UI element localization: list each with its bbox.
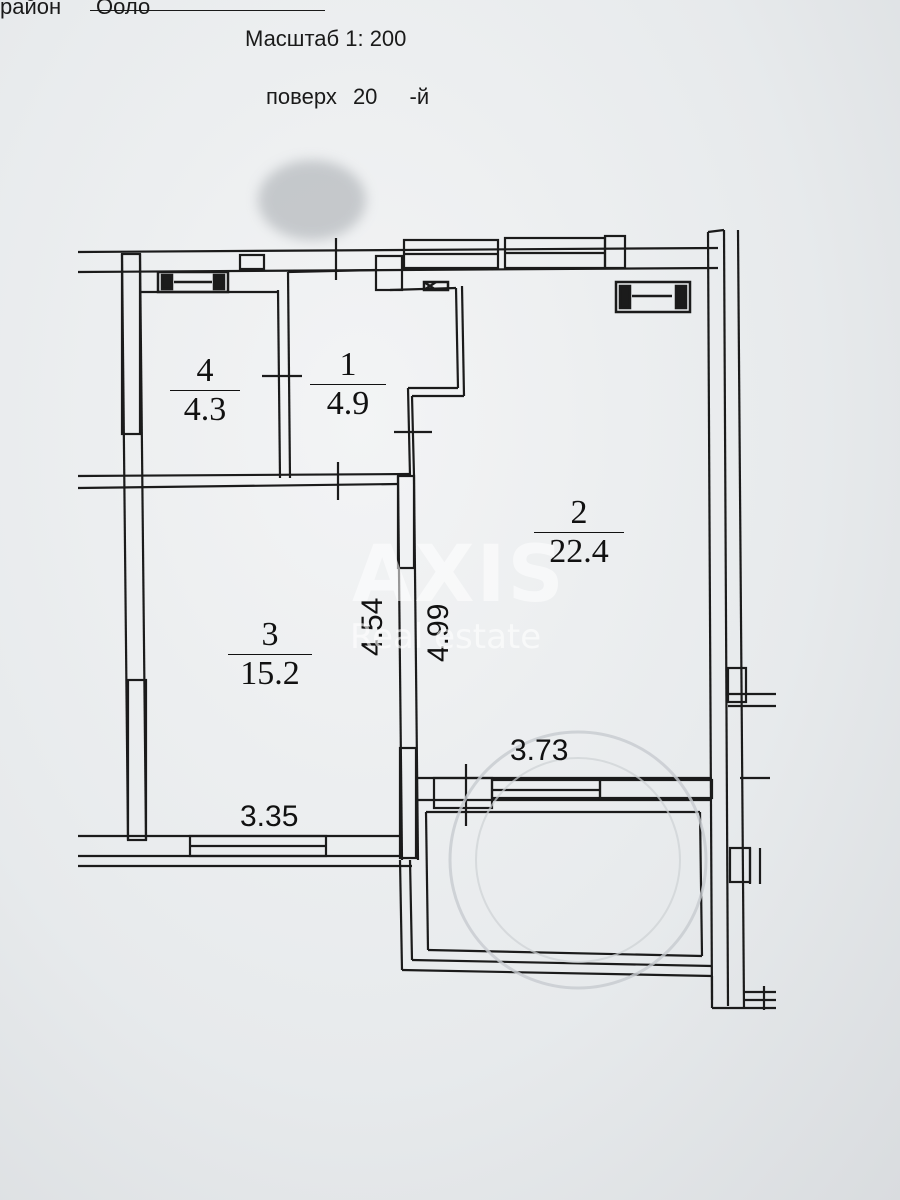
room-1-number: 1 [339, 346, 357, 383]
floor-word: поверх [266, 84, 337, 109]
watermark-logo: AXIS [352, 530, 566, 620]
district-underline [90, 10, 325, 11]
scale-label: Масштаб 1: 200 [245, 26, 407, 51]
room-4-area: 4.3 [170, 390, 240, 429]
room-3-number: 3 [261, 616, 279, 653]
floor-number: 20 [352, 84, 378, 109]
room-2-number: 2 [570, 494, 588, 531]
room-2-area: 22.4 [534, 532, 624, 571]
floor-suffix: -й [409, 84, 430, 109]
room-1-label: 1 4.9 [310, 346, 386, 423]
room-2-width-dimension: 3.73 [510, 734, 569, 767]
room-3-area: 15.2 [228, 654, 312, 693]
room-2-label: 2 22.4 [534, 494, 624, 571]
room-3-label: 3 15.2 [228, 616, 312, 693]
room-1-area: 4.9 [310, 384, 386, 423]
room-3-width-dimension: 3.35 [240, 800, 299, 833]
district-value: Ооло [96, 0, 151, 19]
watermark-tagline: Real estate [350, 617, 542, 657]
floor-label: поверх 20 -й [266, 84, 429, 110]
room-4-label: 4 4.3 [170, 352, 240, 429]
room-4-number: 4 [196, 352, 214, 389]
district-label: район [0, 0, 62, 19]
redacted-stamp [258, 160, 366, 240]
